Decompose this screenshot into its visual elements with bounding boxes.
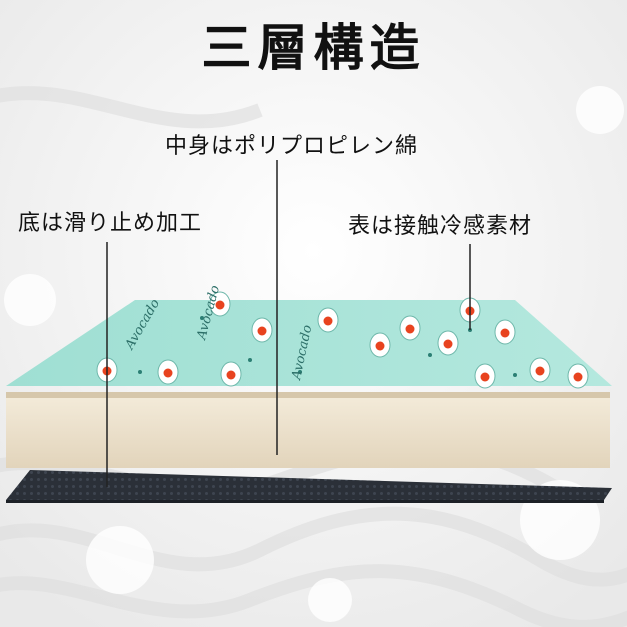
egg-motif <box>474 363 496 389</box>
egg-motif <box>251 317 273 343</box>
top-layer-label: 表は接触冷感素材 <box>348 214 533 239</box>
egg-motif <box>157 359 179 385</box>
egg-motif <box>529 357 551 383</box>
egg-pattern <box>96 291 589 389</box>
egg-motif <box>220 361 242 387</box>
leader-lines <box>106 160 471 487</box>
bottom-layer-label: 底は滑り止め加工 <box>18 211 203 236</box>
bottom-non-slip-layer <box>6 470 612 500</box>
fabric-pattern: Avocado Avocado Avocado <box>96 284 589 389</box>
egg-motif <box>209 291 231 317</box>
filling-layer <box>6 392 610 468</box>
filling-layer-shadow <box>6 392 610 398</box>
filling-label: 中身はポリプロピレン綿 <box>165 134 419 159</box>
egg-motif <box>494 319 516 345</box>
egg-motif <box>567 363 589 389</box>
egg-motif <box>317 307 339 333</box>
egg-motif <box>437 330 459 356</box>
egg-motif <box>369 332 391 358</box>
page-title: 三層構造 <box>201 19 426 77</box>
egg-motif <box>399 315 421 341</box>
top-fabric-layer <box>6 300 612 386</box>
bottom-layer-edge <box>6 500 604 503</box>
